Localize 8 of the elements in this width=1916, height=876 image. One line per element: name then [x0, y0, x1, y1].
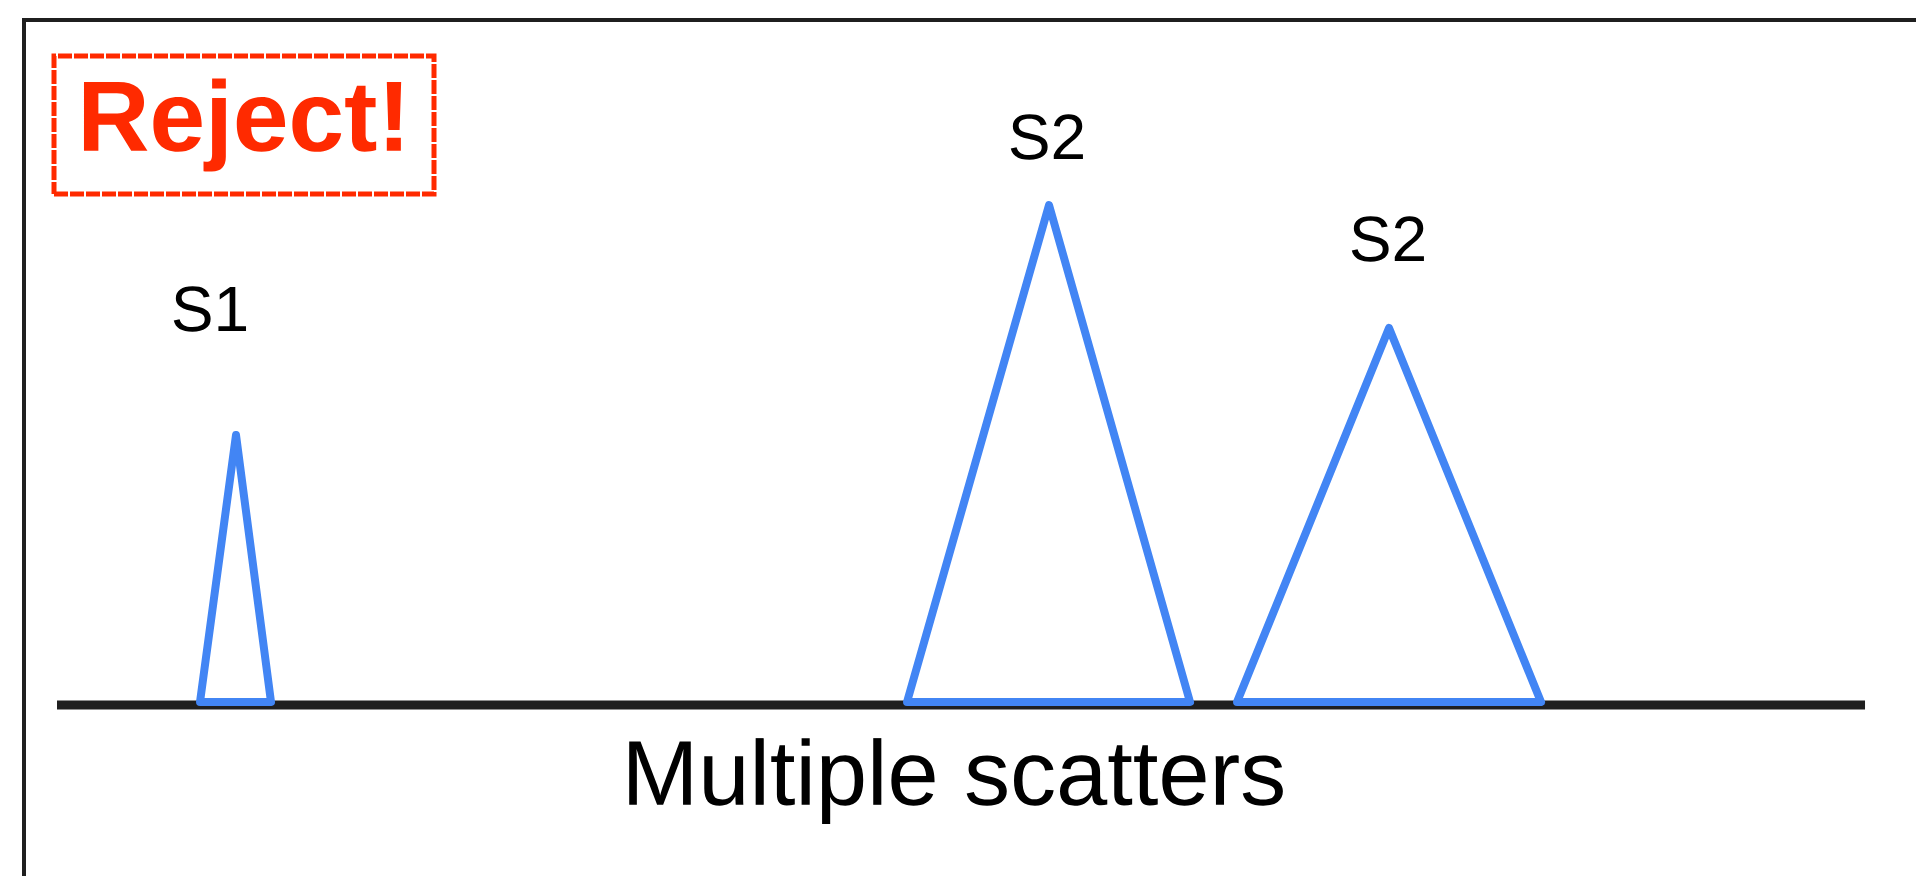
reject-stamp: Reject!	[51, 53, 437, 197]
peak-triangle	[196, 431, 275, 706]
peak-label: S2	[1010, 114, 1083, 160]
peak-triangle	[1233, 324, 1545, 706]
axis-label: Multiple scatters	[629, 738, 1283, 824]
peak-label: S1	[173, 286, 246, 332]
peak-triangle	[903, 201, 1194, 706]
peak-label: S2	[1351, 216, 1424, 262]
